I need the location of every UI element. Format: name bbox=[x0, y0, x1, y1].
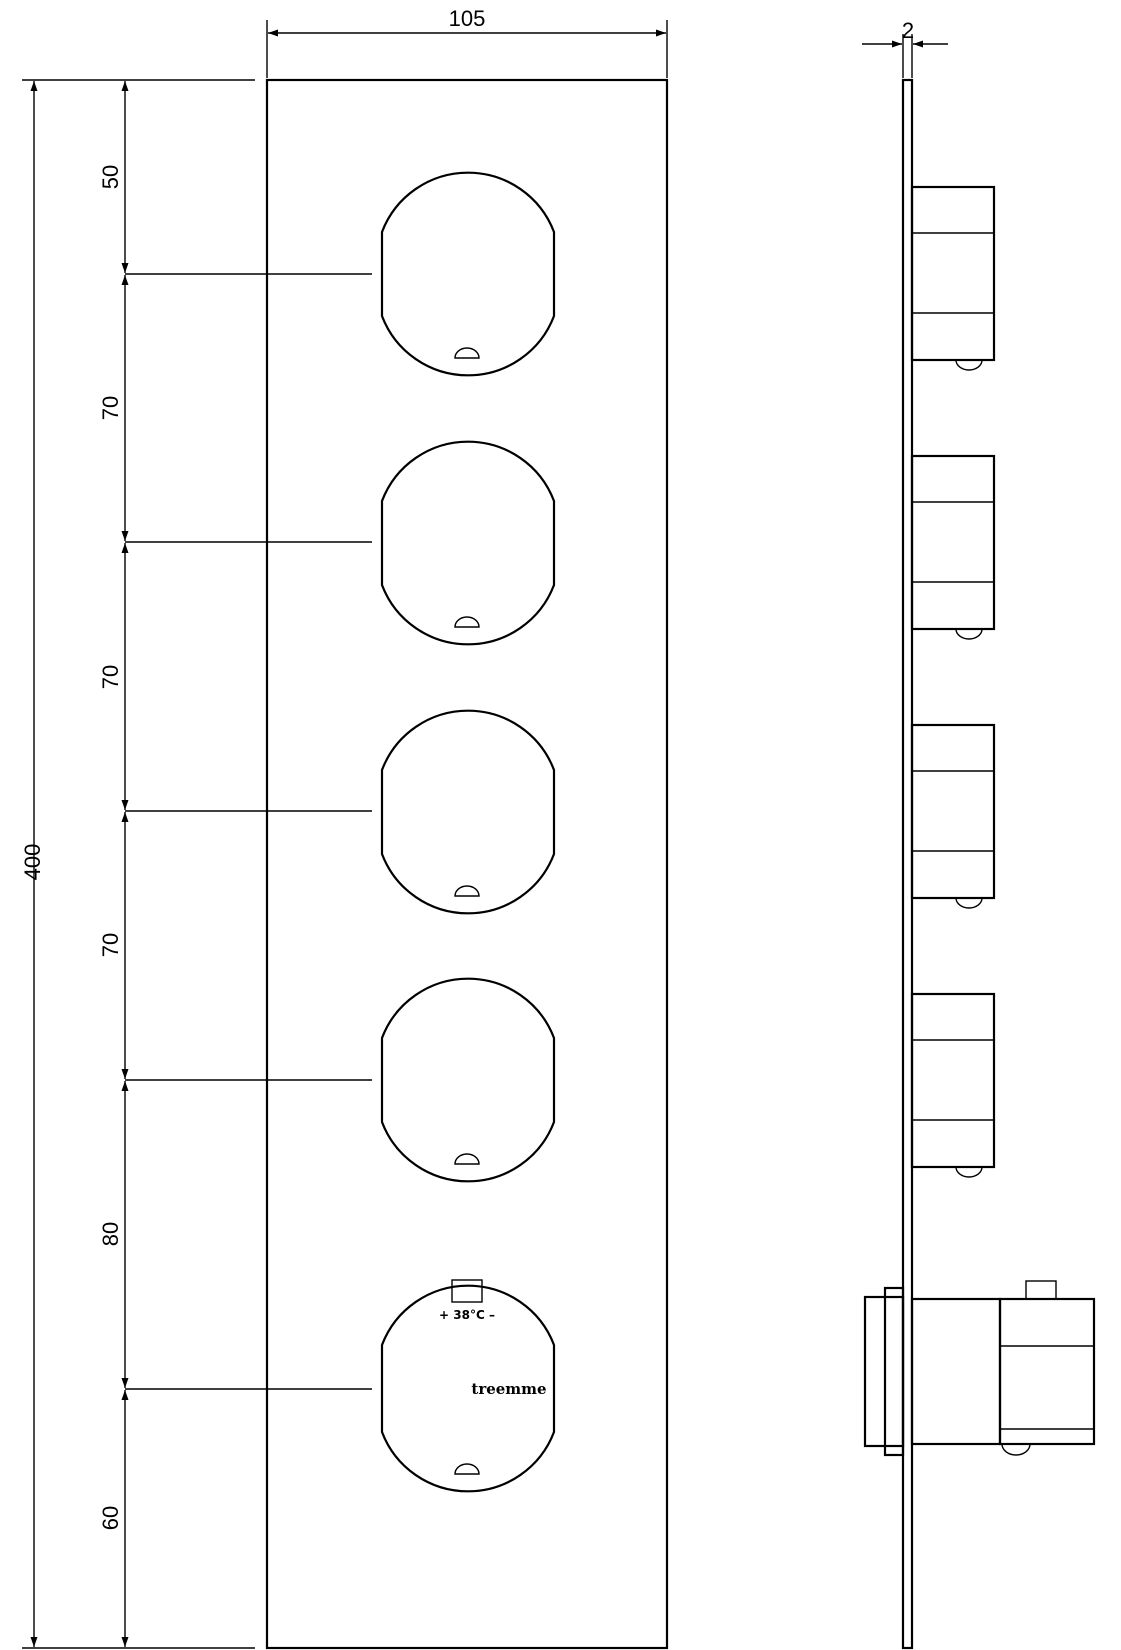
spacing-label-1: 50 bbox=[98, 165, 123, 189]
front-knob-4 bbox=[380, 977, 556, 1183]
front-thermostat-knob: + 38°C – treemme bbox=[380, 1279, 556, 1493]
spacing-label-5: 80 bbox=[98, 1222, 123, 1246]
spacing-label-2: 70 bbox=[98, 396, 123, 420]
front-knob-1 bbox=[380, 171, 556, 377]
front-knob-3 bbox=[380, 709, 556, 915]
side-knob-1 bbox=[910, 185, 996, 371]
spacing-label-6: 60 bbox=[98, 1506, 123, 1530]
side-plate bbox=[901, 78, 914, 1650]
front-plate bbox=[265, 78, 669, 1650]
side-thermostat-assembly bbox=[863, 1280, 1096, 1457]
height-label: 400 bbox=[20, 844, 45, 881]
depth-label: 2 bbox=[902, 18, 914, 43]
depth-dimension: 2 bbox=[862, 18, 948, 78]
spacing-label-4: 70 bbox=[98, 933, 123, 957]
spacing-dimension-chain: 50 70 70 70 80 60 bbox=[98, 81, 372, 1647]
front-knob-2 bbox=[380, 440, 556, 646]
spacing-label-3: 70 bbox=[98, 665, 123, 689]
side-knob-4 bbox=[910, 992, 996, 1178]
side-knob-3 bbox=[910, 723, 996, 909]
width-label: 105 bbox=[449, 6, 486, 31]
side-knob-2 bbox=[910, 454, 996, 640]
temperature-marking: + 38°C – bbox=[439, 1308, 495, 1322]
height-dimension: 400 bbox=[20, 79, 255, 1649]
width-dimension: 105 bbox=[266, 6, 668, 78]
brand-logo-text: treemme bbox=[471, 1380, 546, 1398]
